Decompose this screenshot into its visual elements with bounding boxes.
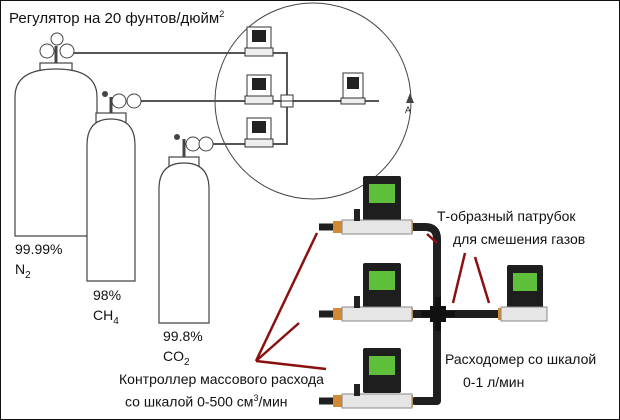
regulator-co2 xyxy=(174,134,214,157)
mass-flow-controller-2 xyxy=(341,263,413,322)
co2-purity-label: 99.8% xyxy=(163,328,203,344)
meter-callout-line2: 0-1 л/мин xyxy=(463,374,525,390)
top-controller-1 xyxy=(244,26,274,57)
flow-meter xyxy=(500,265,548,322)
top-controller-3 xyxy=(244,117,274,148)
ch4-purity-label: 98% xyxy=(93,287,122,303)
n2-purity-label: 99.99% xyxy=(15,241,63,257)
detail-marker-label: A xyxy=(405,105,411,115)
mfc-callout-line2: со шкалой 0-500 см3/мин xyxy=(125,393,288,410)
n2-gas-label: N2 xyxy=(15,261,31,281)
meter-callout-line1: Расходомер со шкалой xyxy=(445,351,597,367)
diagram-title: Регулятор на 20 фунтов/дюйм2 xyxy=(9,9,225,27)
mass-flow-controller-3 xyxy=(341,348,413,409)
cylinder-ch4 xyxy=(86,112,136,282)
co2-gas-label: CO2 xyxy=(163,348,190,368)
ch4-gas-label: CH4 xyxy=(93,307,119,327)
tee-callout-line1: Т-образный патрубок xyxy=(437,208,576,224)
regulator-n2 xyxy=(39,32,75,63)
cylinder-n2 xyxy=(14,62,98,237)
detail-arrow xyxy=(406,93,414,103)
top-controller-2 xyxy=(244,74,274,105)
cylinder-co2 xyxy=(158,156,210,324)
tee-callout-line2: для смешения газов xyxy=(453,231,586,247)
mass-flow-controller-1 xyxy=(341,176,413,235)
mixing-tee xyxy=(421,297,455,331)
top-flow-meter xyxy=(340,72,366,105)
callout-leaders xyxy=(254,232,491,371)
mfc-callout-line1: Контроллер массового расхода xyxy=(119,371,324,387)
top-tee xyxy=(280,94,294,108)
regulator-ch4 xyxy=(102,91,142,113)
